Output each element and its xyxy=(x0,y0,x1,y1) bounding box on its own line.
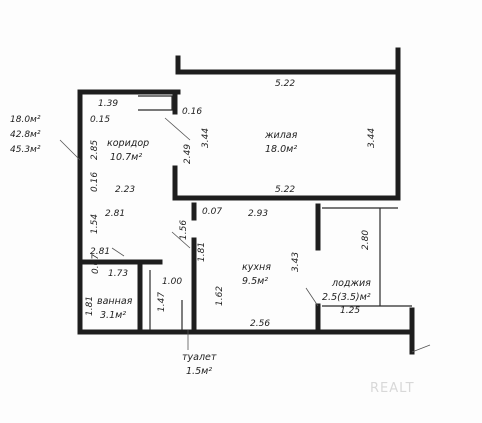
loggia-area: 2.5(3.5)м² xyxy=(322,292,371,303)
dim-nook-right: 0.16 xyxy=(182,107,202,117)
dim-corridor-gap: 0.16 xyxy=(90,172,100,192)
toilet-area: 1.5м² xyxy=(186,366,212,377)
dim-bath-width: 1.73 xyxy=(108,269,128,279)
living-room-name: жилая xyxy=(264,130,298,141)
leader-corridor xyxy=(171,231,191,249)
watermark: REALT xyxy=(370,381,415,396)
dim-nook-depth: 0.15 xyxy=(90,115,110,125)
dim-living-right: 3.44 xyxy=(367,128,377,148)
corridor-area: 10.7м² xyxy=(110,152,142,163)
dim-toilet-h3: 1.62 xyxy=(215,286,225,306)
dim-partition: 0.07 xyxy=(202,207,222,217)
living-room-area: 18.0м² xyxy=(265,144,297,155)
bathroom-name: ванная xyxy=(97,296,133,307)
leader-nook xyxy=(164,117,191,141)
toilet-name: туалет xyxy=(182,352,217,363)
bathroom-area: 3.1м² xyxy=(100,310,126,321)
dim-toilet-width: 1.00 xyxy=(162,277,182,287)
dim-loggia-len: 2.80 xyxy=(361,230,371,250)
dim-corridor-w3: 2.81 xyxy=(90,247,110,257)
total-area: 42.8м² xyxy=(10,130,41,140)
dim-living-top: 5.22 xyxy=(275,79,295,89)
dim-bath-left: 1.81 xyxy=(85,296,95,316)
niche-outline xyxy=(138,95,173,111)
dim-corridor-width: 2.23 xyxy=(115,185,135,195)
dim-partition2: 0.07 xyxy=(91,254,101,274)
dim-loggia-width: 1.25 xyxy=(340,306,360,316)
dim-corridor-height: 2.85 xyxy=(90,140,100,160)
total-living-area: 18.0м² xyxy=(10,115,41,125)
dim-living-bottom: 5.22 xyxy=(275,185,295,195)
total-area-with-loggia: 45.3м² xyxy=(10,145,41,155)
kitchen-area: 9.5м² xyxy=(242,276,268,287)
loggia-edge xyxy=(411,344,431,353)
dim-toilet-h2: 1.47 xyxy=(157,292,167,312)
leader-totals xyxy=(59,139,81,161)
loggia-railing xyxy=(322,207,412,307)
dim-kitchen-bottom: 2.56 xyxy=(250,319,270,329)
leader-loggia xyxy=(305,287,319,307)
dim-nook-width: 1.39 xyxy=(98,99,118,109)
dim-kitchen-width: 2.93 xyxy=(248,209,268,219)
kitchen-name: кухня xyxy=(242,262,271,273)
dim-kitchen-side: 3.43 xyxy=(291,252,301,272)
dim-toilet-h1: 1.81 xyxy=(197,242,207,262)
leader-bath xyxy=(111,247,125,257)
loggia-name: лоджия xyxy=(331,278,371,289)
dim-pass-height: 1.56 xyxy=(179,220,189,240)
toilet-fixture xyxy=(149,270,183,330)
dim-corridor-side: 2.49 xyxy=(183,144,193,164)
dim-corridor-width2: 2.81 xyxy=(105,209,125,219)
corridor-name: коридор xyxy=(107,138,149,149)
dim-living-left: 3.44 xyxy=(201,128,211,148)
dim-corridor-lower: 1.54 xyxy=(90,214,100,234)
